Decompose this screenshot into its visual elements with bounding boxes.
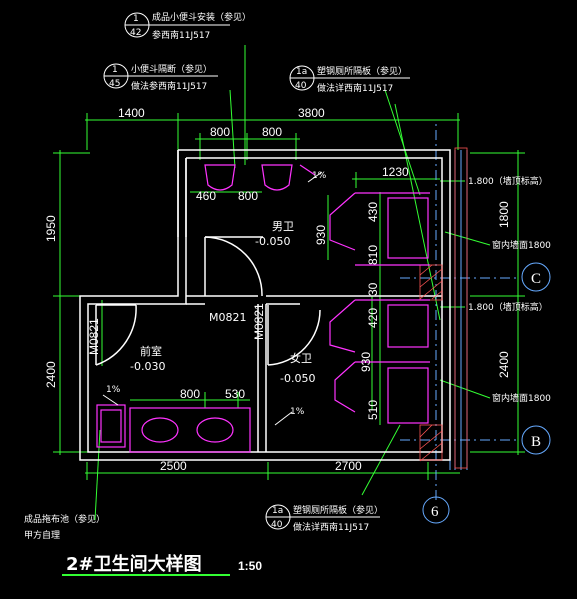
note-mop-1: 成品拖布池（参见） [24,513,105,525]
drawing-title: 2#卫生间大样图 [66,553,202,575]
room-male-name: 男卫 [272,220,294,233]
room-female-level: -0.050 [280,372,315,385]
slope-arrows [102,171,323,426]
callout-2-line2: 做法参西南11J517 [131,80,207,92]
note-window-1: 1.800（墙顶标高） [468,175,548,187]
axis-b-label: B [531,434,541,450]
dim-510: 510 [366,400,380,420]
dim-810: 810 [366,245,380,265]
room-female-name: 女卫 [290,351,312,365]
callout-4-line2: 做法详西南11J517 [293,521,369,533]
callout-4-line1: 塑钢厕所隔板（参见） [293,504,383,516]
dim-1230: 1230 [382,165,409,179]
callout-1-den: 42 [130,28,141,38]
fixtures [96,164,430,453]
callout-1-line2: 参西南11J517 [152,29,210,41]
callout-3-den: 40 [295,81,307,91]
callout-3-num: 1a [296,67,307,77]
dim-430: 430 [366,202,380,222]
dim-530: 530 [225,387,245,401]
walls [79,149,451,461]
slope-1: 1% [312,171,327,181]
dim-left-1950: 1950 [44,215,58,242]
room-front-name: 前室 [140,344,162,358]
axis-c-label: C [531,271,541,287]
dim-800-a: 800 [210,125,230,139]
dim-bottom-left: 2500 [160,459,187,473]
dim-800: 800 [238,189,258,203]
door-label-top: M0821 [209,311,247,324]
note-window-1b: 窗内墙面1800 [492,239,551,251]
dim-right-1800: 1800 [497,201,511,228]
dim-top-left: 1400 [118,106,145,120]
dim-930-b: 930 [359,352,373,372]
callout-3-line2: 做法详西南11J517 [317,82,393,94]
slope-2: 1% [106,385,121,395]
note-window-2: 1.800（墙顶标高） [468,301,548,313]
dim-30: 30 [366,282,380,296]
callout-symbols [103,12,551,530]
dim-420: 420 [366,308,380,328]
room-male-level: -0.050 [255,235,290,248]
callout-1-line1: 成品小便斗安装（参见） [152,11,251,23]
callout-2-num: 1 [112,65,118,75]
dim-right-2400: 2400 [497,351,511,378]
dim-800-b: 800 [262,125,282,139]
dim-bottom-right: 2700 [335,459,362,473]
dim-top-right: 3800 [298,106,325,120]
callout-1-num: 1 [133,14,139,24]
dim-930-a: 930 [314,225,328,245]
note-window-2b: 窗内墙面1800 [492,392,551,404]
dim-800-sink: 800 [180,387,200,401]
callout-2-line1: 小便斗隔断（参见） [131,63,212,75]
callout-4-num: 1a [272,506,283,516]
dim-left-2400: 2400 [44,361,58,388]
door-label-left: M0821 [87,318,101,355]
room-front-level: -0.030 [130,360,165,373]
axis-6-label: 6 [431,504,439,520]
door-label-mid: M0821 [252,303,266,340]
drawing-scale: 1:50 [238,559,262,573]
note-mop-2: 甲方自理 [24,529,60,541]
callout-3-line1: 塑钢厕所隔板（参见） [317,65,407,77]
dim-460: 460 [196,189,216,203]
callout-4-den: 40 [271,520,283,530]
dimension-lines [53,45,525,576]
callout-2-den: 45 [109,79,120,89]
wall-hatch [419,147,468,469]
slope-3: 1% [290,407,305,417]
